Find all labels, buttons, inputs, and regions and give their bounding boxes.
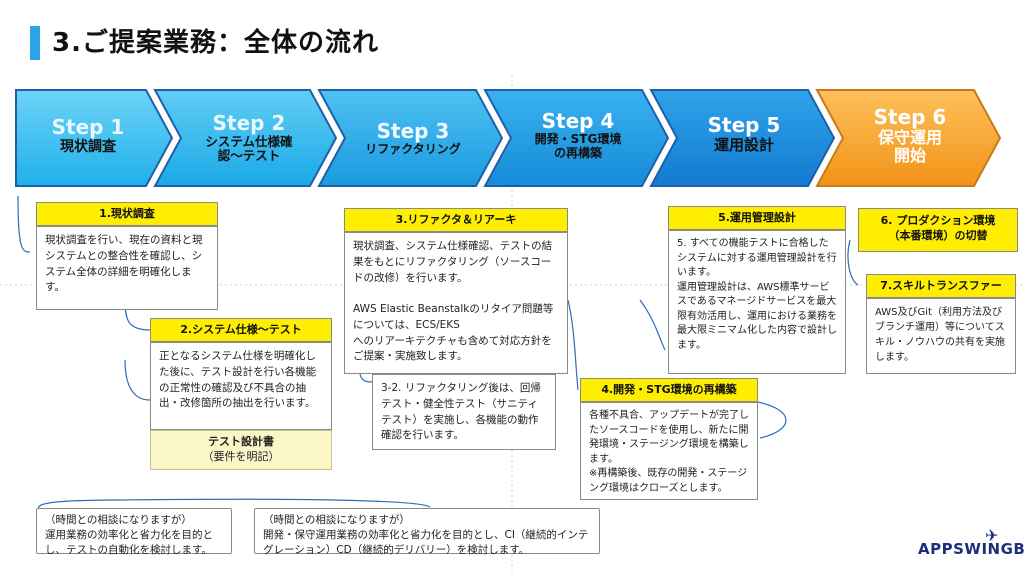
step4-name: 開発・STG環境 の再構築 [534,132,622,160]
section4-header: 4.開発・STG環境の再構築 [580,378,758,402]
appswingby-logo: APPSWINGBY [918,540,1024,558]
step5-name: 運用設計 [713,136,774,154]
step1-arrow [15,89,174,187]
step3-name: リファクタリング [365,142,461,156]
step3-number: Step 3 [376,119,450,143]
section4-body: 各種不具合、アップデートが完了したソースコードを使用し、新たに開発環境・ステージ… [580,402,758,500]
test-design-doc-title: テスト設計書 [208,435,274,448]
step1-number: Step 1 [51,115,125,139]
appswingby-logo-icon: ✈ [985,526,999,545]
step2-label: Step 2 システム仕様確 認〜テスト [190,112,308,164]
step5-label: Step 5 運用設計 [682,114,806,154]
step6-name: 保守運用 開始 [877,128,942,166]
step2-name: システム仕様確 認〜テスト [205,134,293,164]
step6-label: Step 6 保守運用 開始 [848,106,972,166]
test-design-doc-box: テスト設計書 （要件を明記） [150,430,332,470]
note-test-automation: （時間との相談になりますが） 運用業務の効率化と省力化を目的とし、テストの自動化… [36,508,232,556]
test-design-doc-note: （要件を明記） [202,449,280,463]
note-ci-cd: （時間との相談になりますが） 開発・保守運用業務の効率化と省力化を目的とし、CI… [254,508,600,556]
section7-body: AWS及びGit（利用方法及びブランチ運用）等についてスキル・ノウハウの共有を実… [866,298,1016,374]
step1-label: Step 1 現状調査 [30,115,146,156]
step6-arrow [815,89,1002,187]
step2-number: Step 2 [212,111,286,135]
section1-header: 1.現状調査 [36,202,218,226]
section1-body: 現状調査を行い、現在の資料と現システムとの整合性を確認し、システム全体の詳細を明… [36,226,218,310]
step4-arrow [483,89,670,187]
title-accent-bar [30,26,40,60]
section3-sub-body: 3-2. リファクタリング後は、回帰テスト・健全性テスト（サニティテスト）を実施… [372,374,556,450]
section2-body: 正となるシステム仕様を明確化した後に、テスト設計を行い各機能の正常性の確認及び不… [150,342,332,430]
section3-header: 3.リファクタ＆リアーキ [344,208,568,232]
section5-body: 5. すべての機能テストに合格したシステムに対する運用管理設計を行います。 運用… [668,230,846,374]
step6-number: Step 6 [873,105,947,129]
section6-header: 6. プロダクション環境 （本番環境）の切替 [858,208,1018,252]
section5-header: 5.運用管理設計 [668,206,846,230]
step4-label: Step 4 開発・STG環境 の再構築 [516,110,640,161]
step3-label: Step 3 リファクタリング [352,120,474,157]
page-title: 3.ご提案業務：全体の流れ [52,28,379,58]
section3-body: 現状調査、システム仕様確認、テストの結果をもとにリファクタリング（ソースコードの… [344,232,568,374]
step2-arrow [153,89,338,187]
step4-number: Step 4 [541,109,615,133]
step5-number: Step 5 [707,113,781,137]
step1-name: 現状調査 [60,139,116,155]
step3-arrow [317,89,504,187]
section7-header: 7.スキルトランスファー [866,274,1016,298]
section2-header: 2.システム仕様〜テスト [150,318,332,342]
step5-arrow [649,89,836,187]
